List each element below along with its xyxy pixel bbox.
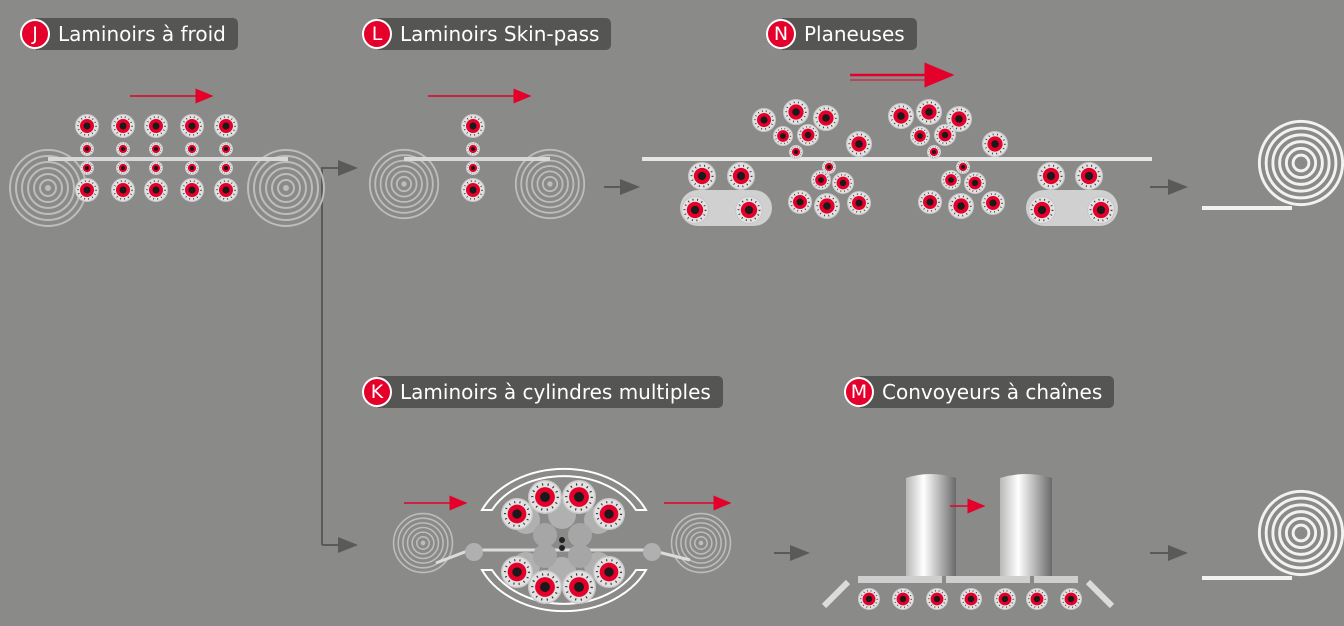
label-text-k: Laminoirs à cylindres multiples <box>378 376 723 408</box>
flow-connectors <box>321 160 1188 561</box>
label-text-m: Convoyeurs à chaînes <box>860 376 1115 408</box>
letter-badge-k: K <box>362 377 392 407</box>
label-multi-roll-mills: K Laminoirs à cylindres multiples <box>362 375 723 409</box>
leveler <box>642 62 1152 226</box>
letter-badge-j: J <box>20 19 50 49</box>
label-text-n: Planeuses <box>782 18 917 50</box>
label-text-j: Laminoirs à froid <box>36 18 238 50</box>
label-text-l: Laminoirs Skin-pass <box>378 18 612 50</box>
label-chain-conveyors: M Convoyeurs à chaînes <box>844 375 1115 409</box>
skin-pass-mill <box>368 88 586 220</box>
label-skin-pass-mills: L Laminoirs Skin-pass <box>362 17 612 51</box>
output-coil-bottom <box>1202 489 1344 580</box>
chain-conveyor <box>821 474 1115 610</box>
cold-rolling-mill <box>9 88 325 227</box>
label-levelers: N Planeuses <box>766 17 917 51</box>
multi-roll-mill <box>392 467 732 613</box>
letter-badge-l: L <box>362 19 392 49</box>
label-cold-rolling-mills: J Laminoirs à froid <box>20 17 238 51</box>
letter-badge-m: M <box>844 377 874 407</box>
output-coil-top <box>1202 119 1344 210</box>
letter-badge-n: N <box>766 19 796 49</box>
